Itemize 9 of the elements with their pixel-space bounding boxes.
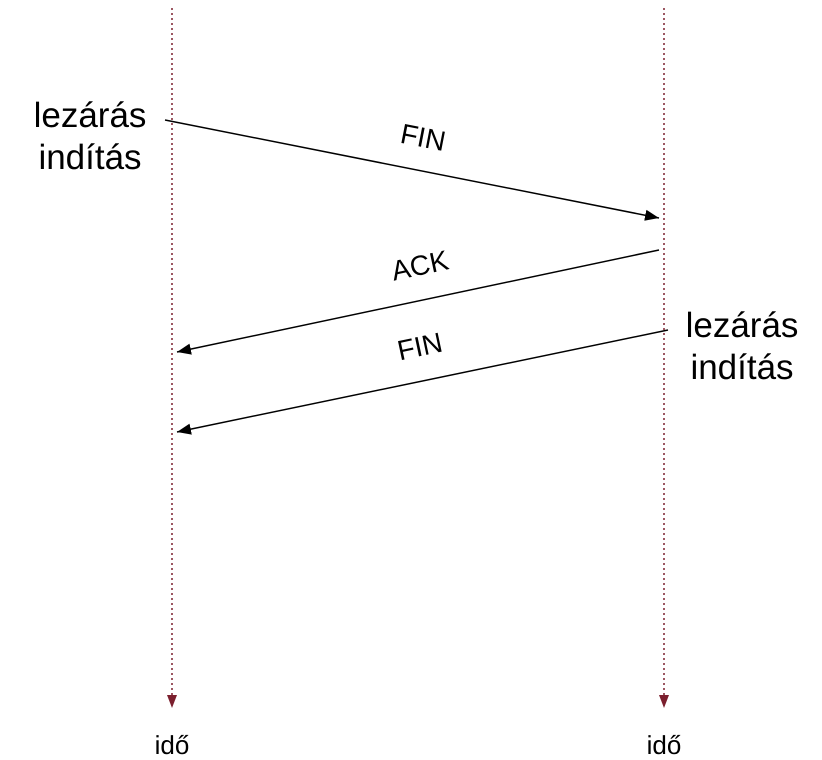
lifeline [659, 8, 669, 708]
arrow [176, 249, 660, 355]
lifeline [167, 8, 177, 708]
time-label: idő [646, 730, 682, 760]
time-label: idő [154, 730, 190, 760]
arrow [164, 119, 660, 221]
node-text: lezárás indítás [32, 95, 148, 179]
arrow [176, 329, 668, 435]
node-text: lezárás indítás [684, 305, 800, 389]
